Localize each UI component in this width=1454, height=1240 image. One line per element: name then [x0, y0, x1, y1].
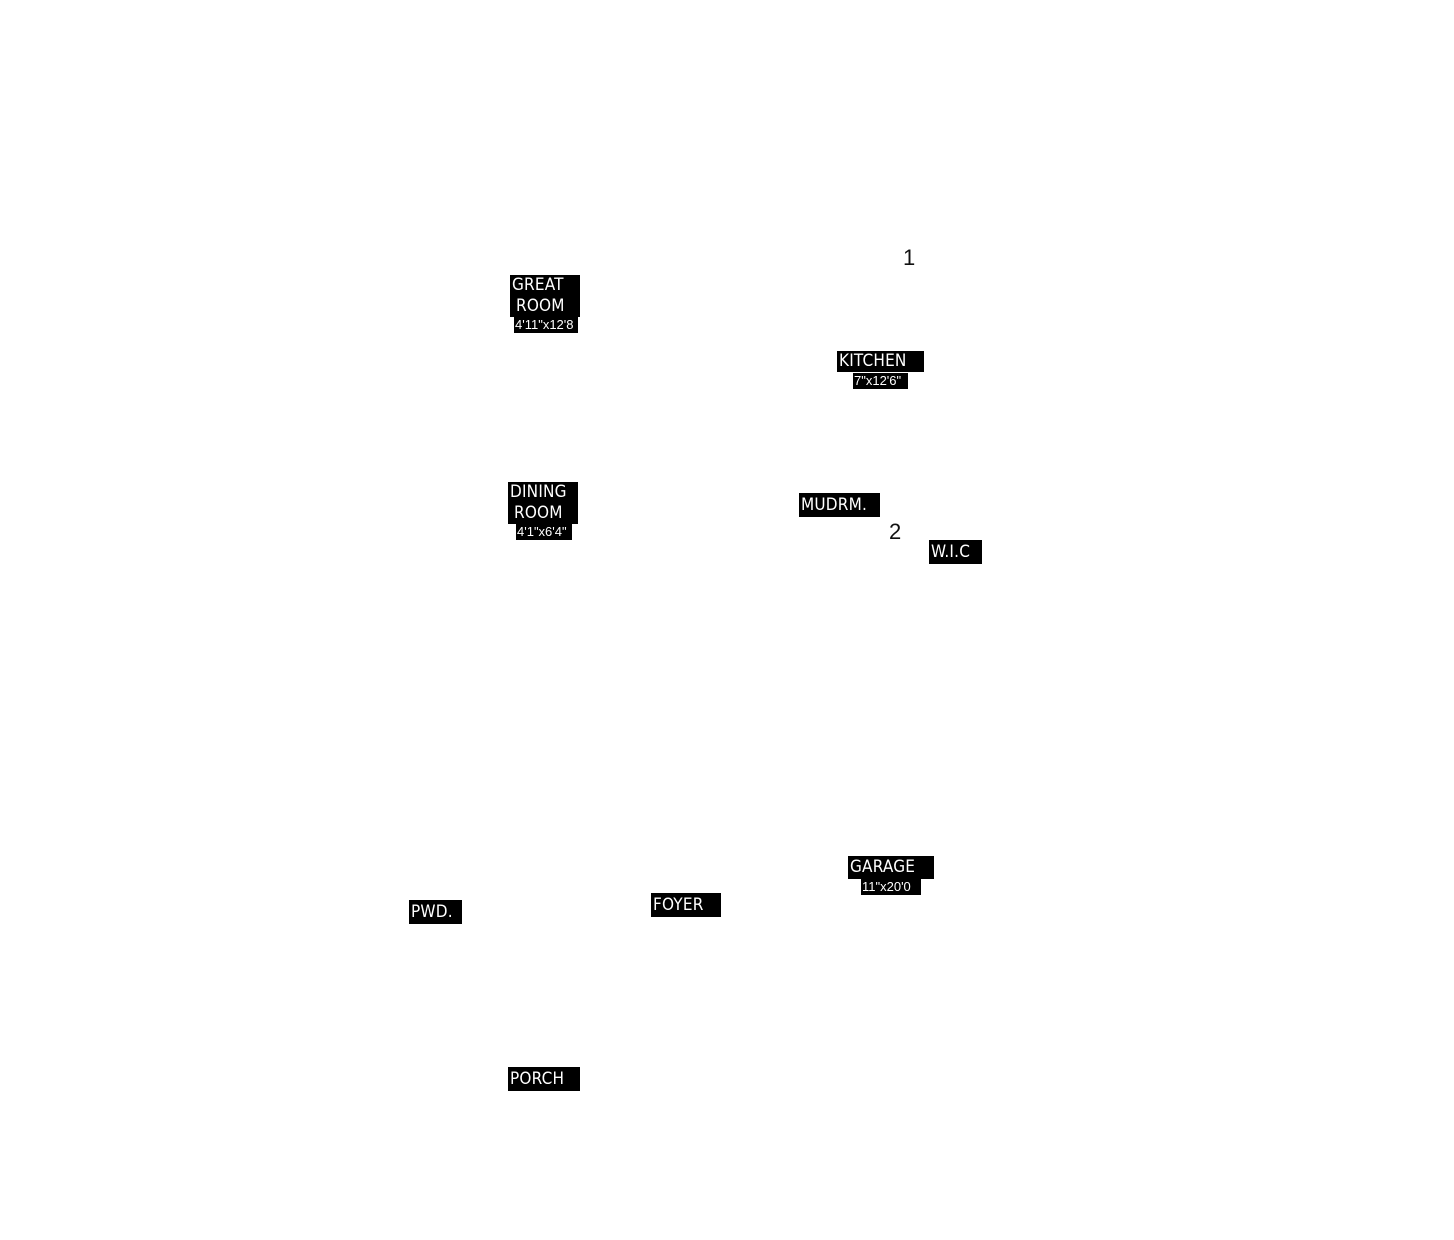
room-label-foyer: FOYER [651, 893, 721, 917]
great-room-name-line1: GREAT [512, 275, 564, 295]
kitchen-dimensions: 7"x12'6" [853, 373, 908, 389]
great-room-name-line2: ROOM [516, 296, 565, 316]
dining-room-name-line2: ROOM [514, 503, 563, 523]
kitchen-name: KITCHEN [837, 351, 924, 372]
garage-name: GARAGE [848, 856, 934, 879]
great-room-name: GREAT ROOM [510, 275, 580, 317]
mudroom-name: MUDRM. [799, 493, 880, 517]
room-label-great-room: GREAT ROOM 4'11"x12'8 [510, 275, 580, 333]
room-label-wic: W.I.C [929, 540, 982, 564]
porch-name: PORCH [508, 1067, 580, 1091]
marker-2: 2 [889, 519, 902, 544]
room-label-kitchen: KITCHEN 7"x12'6" [837, 351, 924, 389]
room-label-porch: PORCH [508, 1067, 580, 1091]
powder-name: PWD. [409, 900, 462, 924]
foyer-name: FOYER [651, 893, 721, 917]
dining-room-dimensions: 4'1"x6'4" [516, 524, 572, 540]
dining-room-name: DINING ROOM [508, 482, 578, 524]
garage-dimensions: 11"x20'0 [861, 879, 921, 895]
wic-name: W.I.C [929, 540, 982, 564]
room-label-dining-room: DINING ROOM 4'1"x6'4" [508, 482, 578, 540]
room-label-powder: PWD. [409, 900, 462, 924]
dining-room-name-line1: DINING [510, 482, 567, 502]
room-label-mudroom: MUDRM. [799, 493, 880, 517]
great-room-dimensions: 4'11"x12'8 [514, 317, 578, 333]
marker-1: 1 [903, 245, 916, 270]
room-label-garage: GARAGE 11"x20'0 [848, 856, 934, 895]
